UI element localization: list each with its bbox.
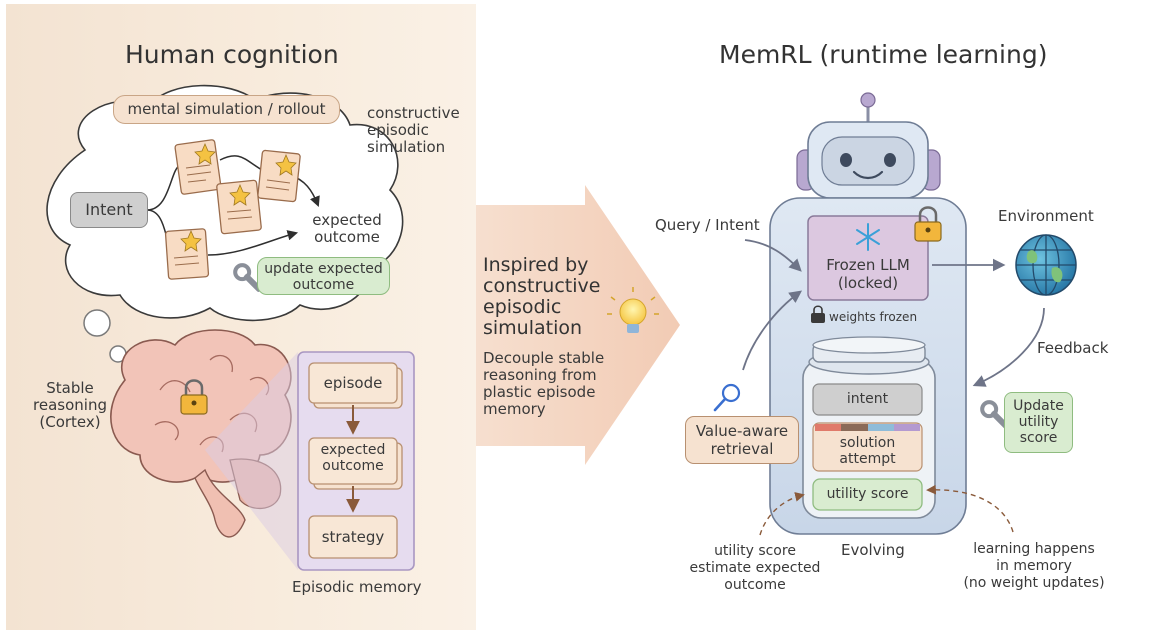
utility-note-3: outcome [724,577,786,593]
snowflake-icon [856,223,880,251]
thought-bubble-1 [83,309,111,337]
globe-icon [1015,234,1077,296]
frozen-llm-box [807,215,929,301]
update-utility-box: Update utility score [1004,392,1073,453]
value-aware-retrieval-box: Value-aware retrieval [685,416,799,464]
feedback-label: Feedback [1037,339,1109,357]
expected-outcome-2: outcome [314,228,380,246]
stable-reasoning-2: reasoning [33,396,107,414]
constructive-note-3: simulation [367,138,446,156]
inspired-line3: episodic [483,296,562,318]
memory-item-episode: episode [323,374,383,392]
jar-solution-line1: solution [839,435,896,451]
jar-utility-label: utility score [826,486,909,502]
expected-outcome-1: expected [312,211,382,229]
decouple-line3: plastic episode [483,383,596,401]
inspired-line2: constructive [483,275,601,297]
episode-card-4 [164,228,210,280]
episodic-memory-label: Episodic memory [292,578,422,596]
value-aware-line1: Value-aware [695,422,789,440]
memory-item-expected-outcome: expected outcome [320,442,386,474]
memory-item-strategy: strategy [321,528,385,546]
utility-note-1: utility score [714,543,796,559]
inspired-line4: simulation [483,317,583,339]
brain-lock-icon [180,379,208,415]
update-utility-line3: score [1019,430,1058,446]
stable-reasoning-1: Stable [46,379,94,397]
jar-utility-box [812,478,923,511]
utility-note-2: estimate expected [689,560,821,576]
update-utility-line2: utility [1018,414,1059,430]
constructive-note-2: episodic [367,121,429,139]
stable-reasoning-3: (Cortex) [39,413,101,431]
lightbulb-icon [607,287,659,333]
solution-attempt-box [812,422,923,472]
episode-card-2 [257,149,301,203]
magnifier-icon [713,383,741,412]
frozen-llm-line1: Frozen LLM [826,256,910,274]
environment-label: Environment [998,207,1094,225]
jar-intent-label: intent [846,391,889,407]
small-lock-icon [811,305,825,323]
episode-card-3 [216,179,262,235]
intent-node: Intent [70,192,148,228]
thought-tag: mental simulation / rollout [113,95,340,124]
zoom-cone [205,352,298,570]
big-arrow [476,185,680,465]
learning-note-3: (no weight updates) [963,575,1105,591]
decouple-line1: Decouple stable [483,349,605,367]
llm-lock-icon [914,206,942,242]
query-intent-label: Query / Intent [655,216,760,234]
frozen-llm-line2: (locked) [837,274,899,292]
constructive-note-1: constructive [367,104,460,122]
value-aware-line2: retrieval [710,440,774,458]
weights-frozen-label: weights frozen [829,310,918,324]
update-expected-line1: update expected [264,261,383,277]
update-expected-line2: outcome [292,277,355,293]
decouple-line4: memory [483,400,546,418]
jar-intent-box [812,383,923,416]
update-utility-line1: Update [1013,398,1064,414]
learning-note-2: in memory [996,558,1072,574]
episode-card-1 [174,139,222,195]
right-title: MemRL (runtime learning) [719,40,1048,69]
learning-note-1: learning happens [973,541,1095,557]
update-expected-box: update expected outcome [257,257,390,295]
jar-solution-line2: attempt [839,451,896,467]
inspired-line1: Inspired by [483,254,589,276]
evolving-label: Evolving [841,541,905,559]
decouple-line2: reasoning from [483,366,597,384]
left-title: Human cognition [125,40,339,69]
